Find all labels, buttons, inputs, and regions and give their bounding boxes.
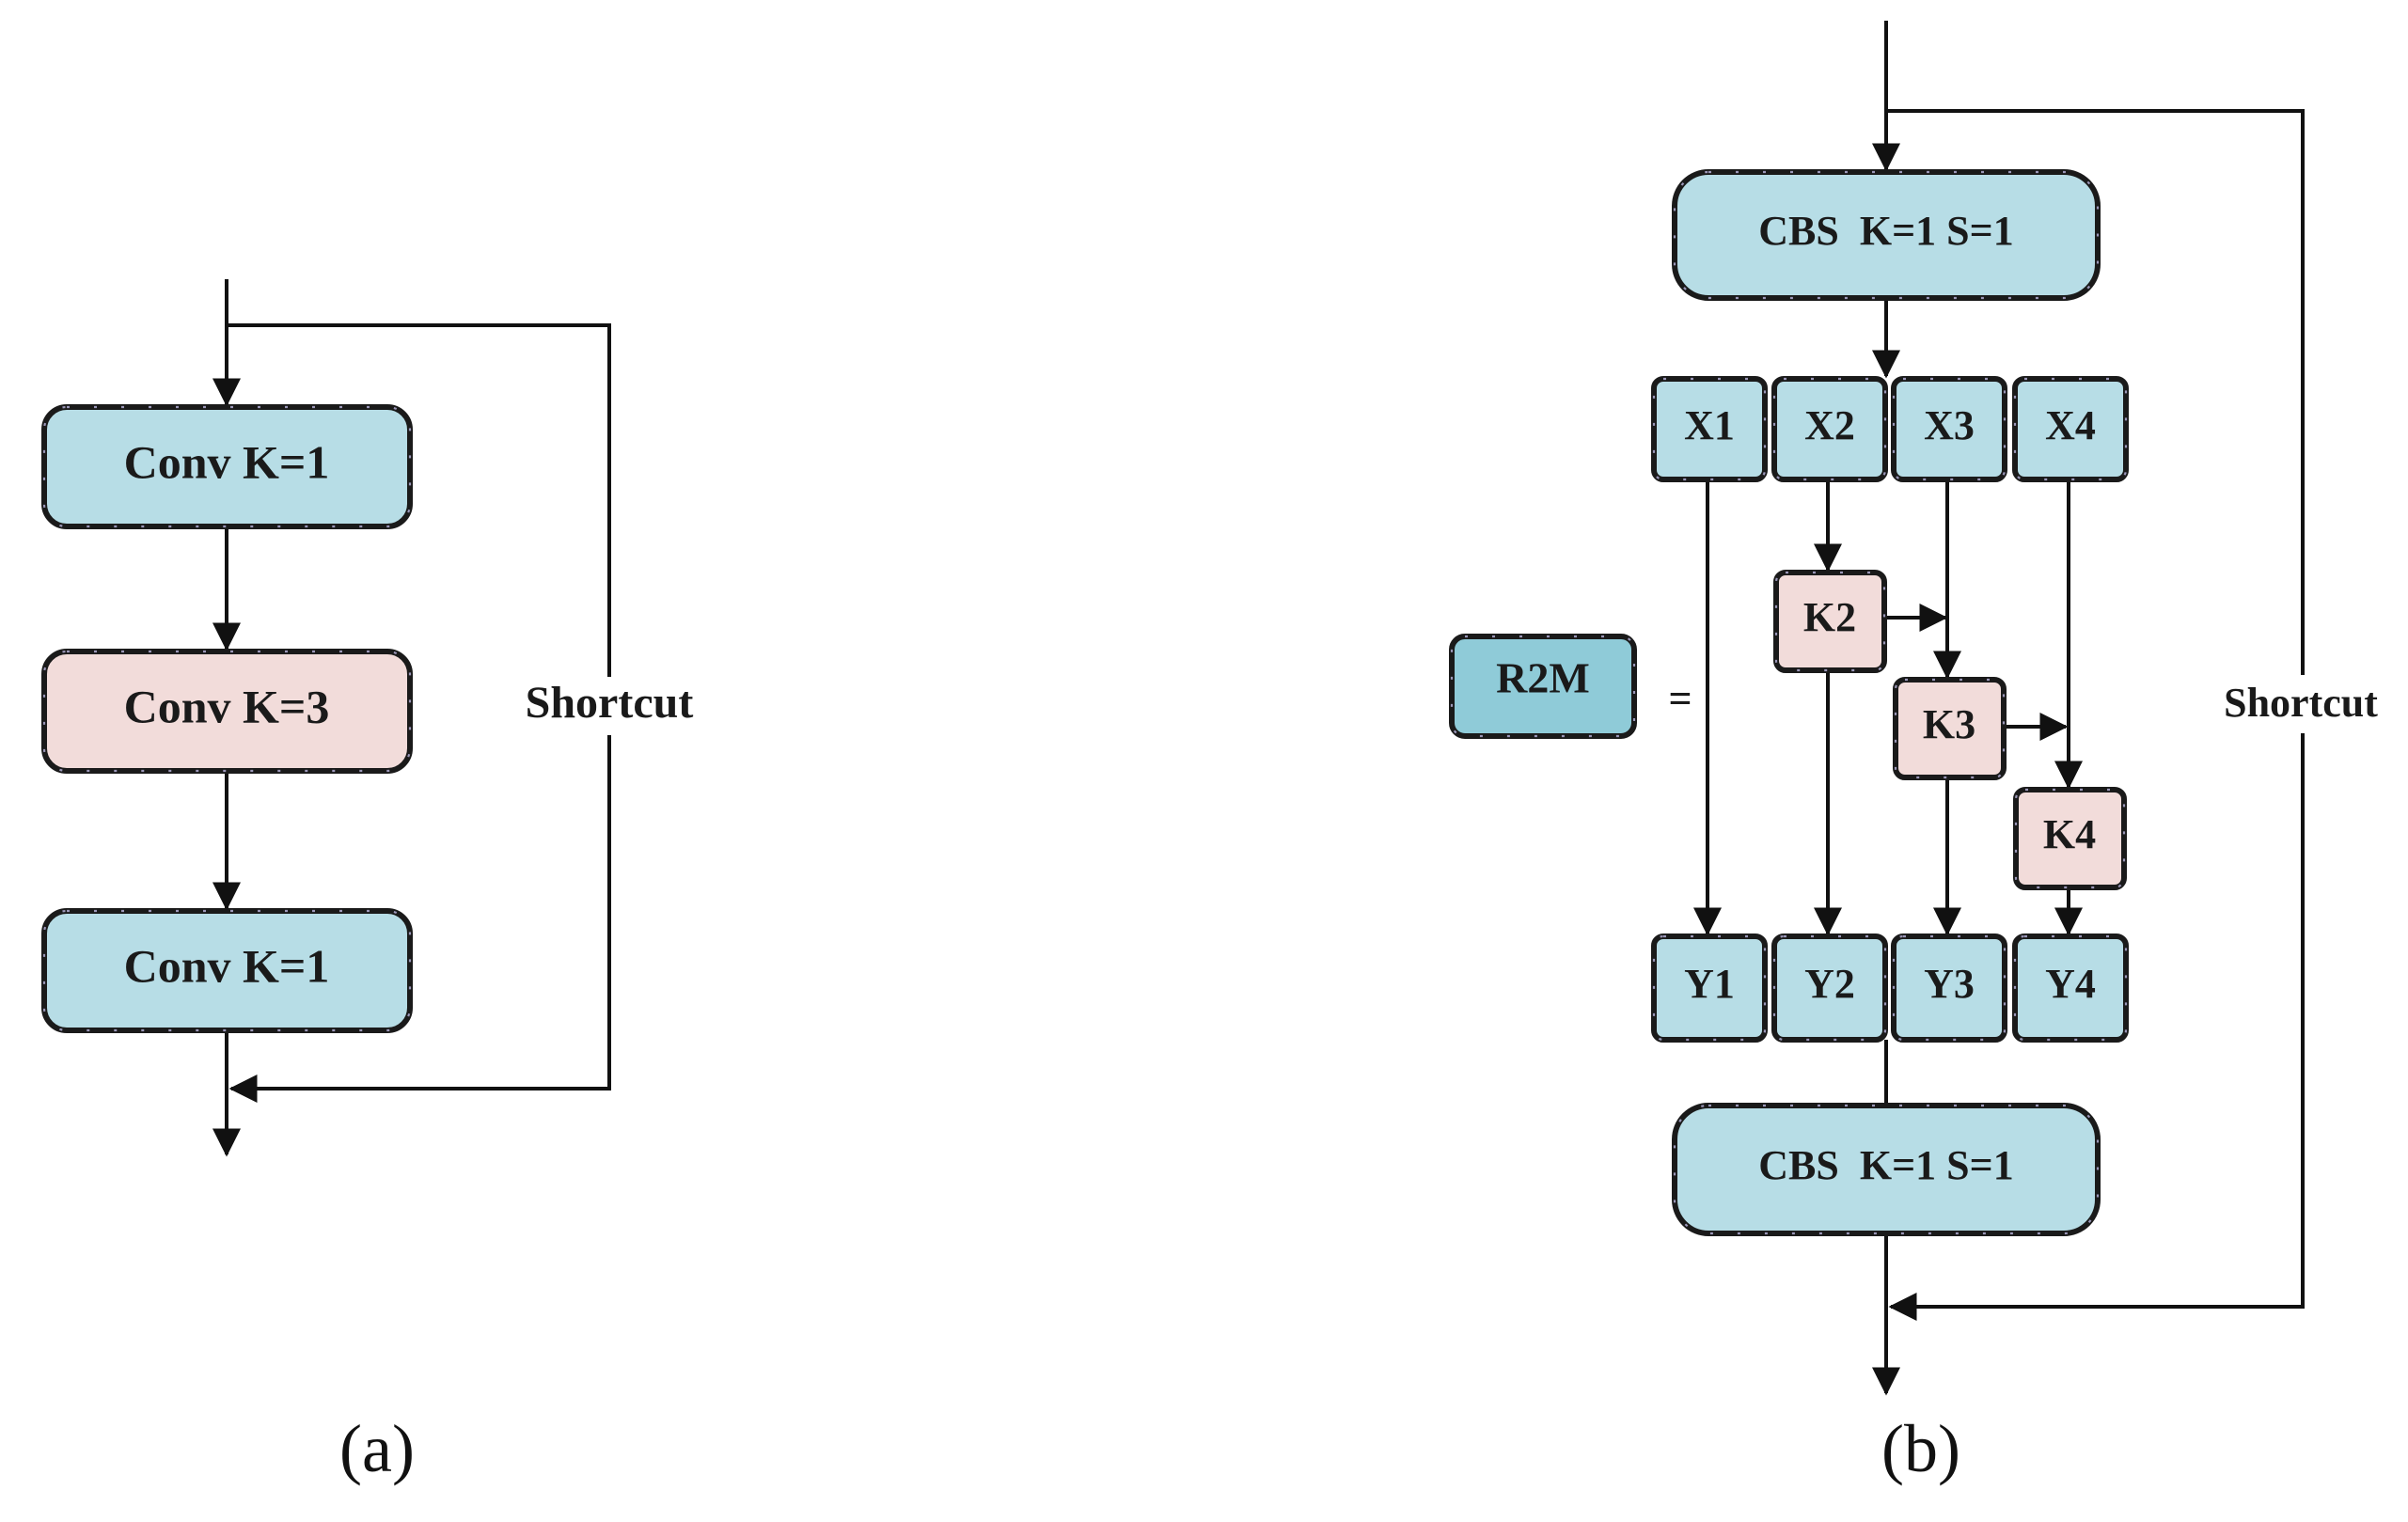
block-border-ticks [1892, 934, 2007, 1042]
conv1-label: Conv K=1 [124, 435, 330, 488]
conv3-label: Conv K=3 [124, 680, 330, 732]
cbs-bottom-label: CBS K=1 S=1 [1758, 1142, 2013, 1188]
caption-a: (a) [339, 1411, 415, 1486]
cbs-top-block: CBS K=1 S=1 [1672, 169, 2101, 301]
y-row: Y1 Y2 Y3 Y4 [1651, 934, 2129, 1043]
y3-label: Y3 [1924, 961, 1975, 1007]
y2-label: Y2 [1804, 961, 1855, 1007]
y1-block: Y1 [1651, 934, 1768, 1043]
x2-label: X2 [1804, 402, 1855, 448]
x2-block: X2 [1771, 376, 1888, 482]
panel-b-connectors [1693, 21, 2305, 1396]
conv1b-block: Conv K=1 [41, 908, 413, 1033]
k3-label: K3 [1923, 701, 1975, 747]
x4-label: X4 [2045, 402, 2096, 448]
block-border-ticks [1772, 934, 1887, 1042]
panel-a: Conv K=1 Conv K=3 Conv K=1 Shortcut (a) [41, 279, 715, 1486]
k2-block: K2 [1773, 570, 1887, 673]
block-border-ticks [1652, 934, 1767, 1042]
block-border-ticks [1673, 170, 2100, 300]
k4-label: K4 [2043, 811, 2096, 857]
panel-b: CBS K=1 S=1 X1 X2 X3 X4 K2 [1449, 21, 2405, 1486]
shortcut-b-mask [2200, 675, 2405, 733]
conv1b-label: Conv K=1 [124, 939, 330, 992]
equals-sign: = [1668, 676, 1692, 722]
caption-b: (b) [1881, 1411, 1960, 1486]
shortcut-a-mask [504, 677, 715, 735]
x1-label: X1 [1684, 402, 1735, 448]
y4-block: Y4 [2012, 934, 2129, 1043]
y1-label: Y1 [1684, 961, 1735, 1007]
shortcut-a-label: Shortcut [526, 678, 694, 728]
conv1-block: Conv K=1 [41, 404, 413, 529]
block-border-ticks [2013, 934, 2128, 1042]
x3-block: X3 [1891, 376, 2007, 482]
k4-block: K4 [2013, 787, 2127, 890]
r2m-label: R2M [1496, 654, 1590, 702]
block-border-ticks [1673, 1104, 2100, 1235]
x1-block: X1 [1651, 376, 1768, 482]
y2-block: Y2 [1771, 934, 1888, 1043]
x3-label: X3 [1924, 402, 1975, 448]
k3-block: K3 [1893, 677, 2007, 780]
cbs-bottom-block: CBS K=1 S=1 [1672, 1103, 2101, 1236]
shortcut-b-label: Shortcut [2224, 680, 2378, 726]
r2m-block: R2M [1449, 634, 1637, 739]
x4-block: X4 [2012, 376, 2129, 482]
y4-label: Y4 [2045, 961, 2096, 1007]
cbs-top-label: CBS K=1 S=1 [1758, 208, 2013, 254]
k2-label: K2 [1803, 594, 1856, 640]
y3-block: Y3 [1891, 934, 2007, 1043]
x-row: X1 X2 X3 X4 [1651, 376, 2129, 482]
conv3-block: Conv K=3 [41, 649, 413, 774]
